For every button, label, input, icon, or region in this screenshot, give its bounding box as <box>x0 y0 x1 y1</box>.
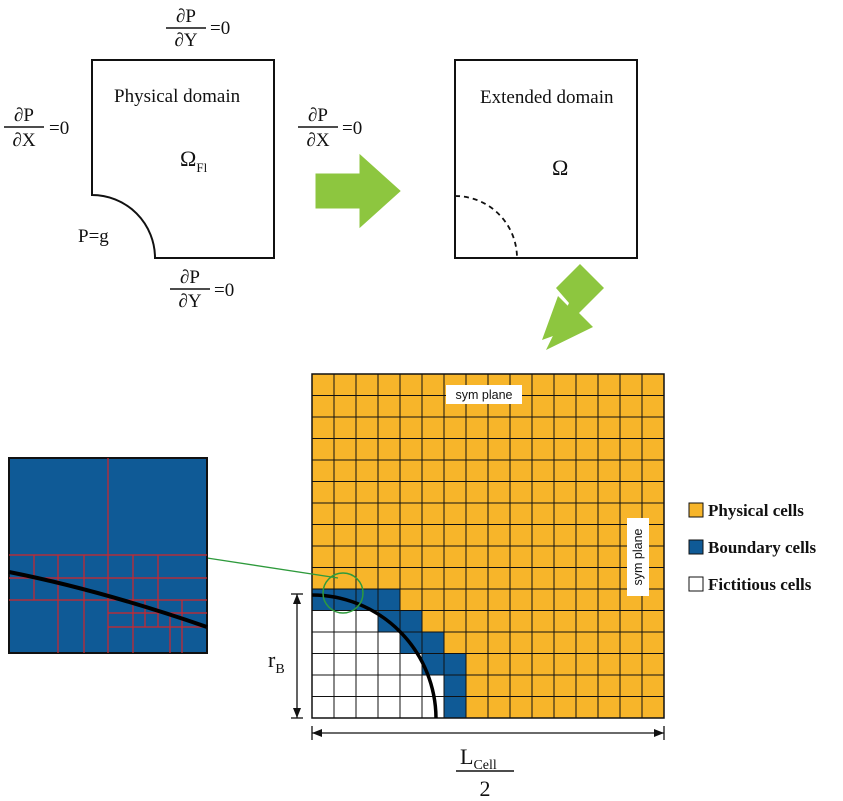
fictitious-cell <box>422 696 444 718</box>
bc-bottom-fraction: ∂P ∂Y =0 <box>170 267 234 312</box>
width-label-numerator: LCell <box>460 744 497 773</box>
svg-text:Boundary cells: Boundary cells <box>708 538 817 557</box>
legend-item-fictitious: Fictitious cells <box>688 575 812 594</box>
svg-text:∂P: ∂P <box>14 105 34 126</box>
fictitious-cell <box>356 610 378 632</box>
fictitious-cell <box>400 675 422 697</box>
fictitious-cell <box>334 610 356 632</box>
sym-plane-top-label: sym plane <box>456 388 513 402</box>
svg-text:=0: =0 <box>342 118 362 139</box>
cell-grid: sym plane sym plane <box>311 373 665 719</box>
fictitious-cell <box>378 653 400 675</box>
legend-swatch-fictitious <box>688 576 704 592</box>
fictitious-cell <box>312 696 334 718</box>
boundary-cell <box>444 653 466 675</box>
fictitious-cell <box>334 675 356 697</box>
fictitious-cell <box>312 610 334 632</box>
dirichlet-label: P=g <box>78 226 109 247</box>
svg-text:∂X: ∂X <box>306 130 329 151</box>
fictitious-cell <box>378 675 400 697</box>
zoom-refined-cells <box>9 458 207 653</box>
fictitious-cell <box>356 696 378 718</box>
fictitious-cell <box>312 675 334 697</box>
fictitious-cell <box>334 696 356 718</box>
fictitious-cell <box>334 632 356 654</box>
fictitious-cell <box>312 653 334 675</box>
physical-domain-title: Physical domain <box>114 86 241 107</box>
legend-item-physical: Physical cells <box>688 501 804 520</box>
fictitious-cell <box>400 653 422 675</box>
physical-domain-panel: Physical domain ΩFl P=g ∂P ∂Y =0 ∂P ∂X =… <box>4 6 362 312</box>
sym-plane-top-bg <box>446 385 522 404</box>
fictitious-cell <box>356 653 378 675</box>
sym-plane-right-label: sym plane <box>631 528 645 585</box>
svg-text:∂Y: ∂Y <box>174 30 197 51</box>
down-left-arrow-body <box>546 264 604 350</box>
radius-label: rB <box>268 647 285 677</box>
radius-dimension: rB <box>268 593 303 719</box>
omega-symbol: Ω <box>552 155 568 180</box>
fictitious-cell <box>378 632 400 654</box>
bc-top-fraction: ∂P ∂Y =0 <box>166 6 230 51</box>
dashed-obstacle-arc <box>454 195 518 259</box>
width-dimension: LCell 2 <box>311 726 665 801</box>
physical-domain-outline <box>91 59 275 259</box>
bc-right-fraction: ∂P ∂X =0 <box>298 105 362 151</box>
fictitious-cell <box>312 632 334 654</box>
boundary-cell <box>422 632 444 654</box>
zoom-boundary-curve <box>8 570 208 629</box>
right-arrow-icon <box>315 153 401 229</box>
fictitious-cell <box>356 675 378 697</box>
fictitious-cell <box>378 696 400 718</box>
svg-text:∂P: ∂P <box>180 267 200 288</box>
svg-text:=0: =0 <box>210 18 230 39</box>
svg-text:Fictitious cells: Fictitious cells <box>708 575 812 594</box>
zoom-circle <box>322 572 364 614</box>
boundary-cell <box>400 610 422 632</box>
boundary-cell <box>378 589 400 611</box>
svg-text:∂P: ∂P <box>308 105 328 126</box>
legend: Physical cells Boundary cells Fictitious… <box>688 501 817 594</box>
bc-left-fraction: ∂P ∂X =0 <box>4 105 69 151</box>
legend-swatch-physical <box>688 502 704 518</box>
legend-item-boundary: Boundary cells <box>688 538 817 557</box>
svg-text:Physical cells: Physical cells <box>708 501 804 520</box>
zoom-pointer-line <box>206 557 339 579</box>
omega-fl-symbol: ΩFl <box>180 146 208 175</box>
extended-domain-title: Extended domain <box>480 87 614 108</box>
legend-swatch-boundary <box>688 539 704 555</box>
svg-text:∂X: ∂X <box>12 130 35 151</box>
boundary-cell <box>444 696 466 718</box>
boundary-curve <box>311 593 438 719</box>
zoom-inset <box>8 457 339 654</box>
width-label-denominator: 2 <box>480 776 491 801</box>
boundary-cell <box>444 675 466 697</box>
svg-text:∂P: ∂P <box>176 6 196 27</box>
svg-text:=0: =0 <box>214 280 234 301</box>
svg-text:∂Y: ∂Y <box>178 291 201 312</box>
extended-domain-panel: Extended domain Ω <box>454 59 638 259</box>
fictitious-cell <box>400 696 422 718</box>
svg-text:=0: =0 <box>49 118 69 139</box>
fictitious-cell <box>356 632 378 654</box>
fictitious-cell <box>334 653 356 675</box>
sym-plane-right-bg <box>627 518 649 596</box>
extended-domain-outline <box>454 59 638 259</box>
